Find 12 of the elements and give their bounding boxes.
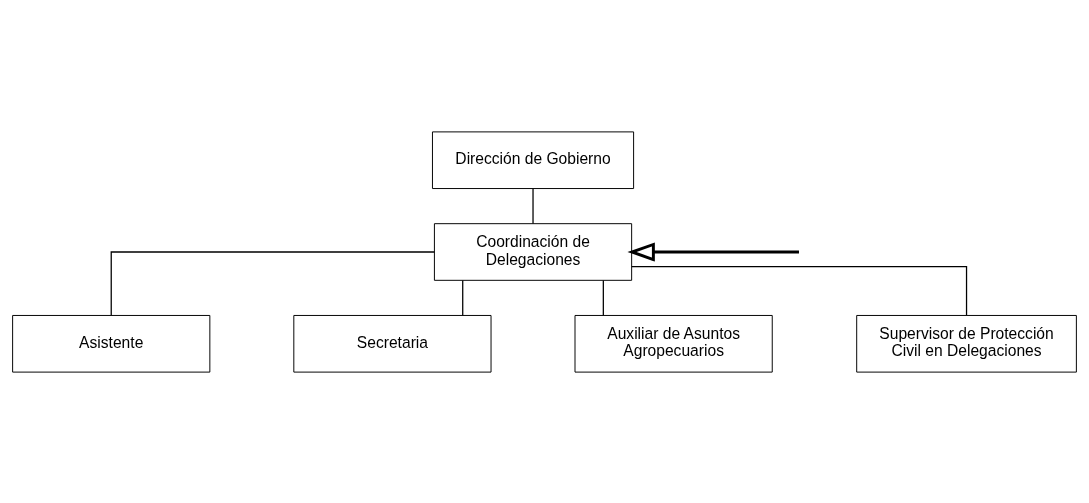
node-box: Dirección de Gobierno bbox=[431, 130, 635, 189]
node-box: Auxiliar de Asuntos Agropecuarios bbox=[574, 314, 773, 373]
connector bbox=[110, 250, 436, 316]
connector bbox=[631, 265, 968, 316]
connector bbox=[532, 187, 534, 224]
node-box: Secretaria bbox=[293, 314, 492, 373]
node-box: Supervisor de Protección Civil en Delegaciones bbox=[856, 314, 1077, 373]
connector bbox=[602, 279, 604, 316]
node-box: Asistente bbox=[12, 314, 211, 373]
node-box: Coordinación de Delegaciones bbox=[433, 222, 633, 281]
connector bbox=[462, 279, 464, 316]
arrow bbox=[627, 241, 799, 262]
